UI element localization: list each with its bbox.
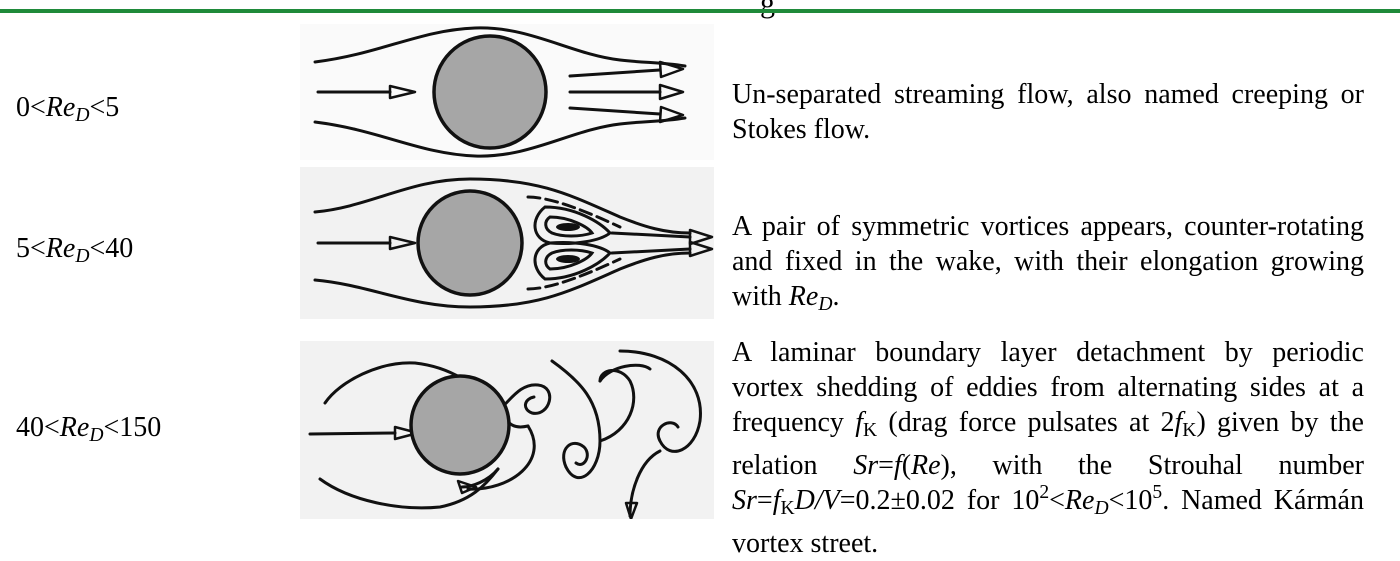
figure-symmetric-vortices [300, 167, 714, 319]
description-3-sub: K [1182, 420, 1196, 441]
figure-karman-vortex-street [300, 341, 714, 519]
regime-label-sub: D [75, 246, 89, 267]
header-rule [0, 9, 1400, 13]
description-3-part: with the Strouhal number [957, 450, 1364, 481]
description-3-part: < [1049, 485, 1065, 516]
regime-label-lower: 0< [16, 92, 46, 123]
description-2: A pair of symmetric vortices appears, co… [732, 209, 1364, 322]
description-2-sub: D [818, 294, 832, 315]
description-3-var: Sr [853, 450, 878, 481]
description-1: Un-separated streaming flow, also named … [732, 77, 1364, 147]
regime-label-var: Re [46, 233, 76, 264]
description-3-var: f [894, 450, 902, 481]
regime-label-var: Re [46, 92, 76, 123]
description-3-part: (drag force pulsates at 2 [877, 407, 1174, 438]
description-3-var: Sr [732, 485, 757, 516]
regime-label-sub: D [75, 105, 89, 126]
symmetric-vortices-diagram [300, 167, 714, 319]
description-3: A laminar boundary layer detachment by p… [732, 335, 1364, 561]
description-3-part: = [878, 450, 894, 481]
regime-label-sub: D [89, 425, 103, 446]
regime-label-lower: 5< [16, 233, 46, 264]
regime-label-3: 40<ReD<150 [16, 412, 161, 447]
stokes-flow-diagram [300, 24, 714, 160]
regime-label-1: 0<ReD<5 [16, 92, 119, 127]
description-3-sub: K [863, 420, 877, 441]
cylinder [418, 191, 522, 295]
cylinder [411, 376, 509, 474]
regime-label-upper: <5 [89, 92, 119, 123]
description-3-part: ), [941, 450, 957, 481]
description-3-sub: D [1094, 498, 1108, 519]
regime-label-upper: <150 [103, 412, 161, 443]
description-3-part: =0.2±0.02 [840, 485, 955, 516]
description-3-var: D/V [795, 485, 840, 516]
description-3-part: ( [902, 450, 911, 481]
regime-label-2: 5<ReD<40 [16, 233, 133, 268]
description-3-part: <10 [1109, 485, 1153, 516]
description-3-part: = [757, 485, 773, 516]
description-3-sup: 2 [1039, 482, 1049, 503]
description-2-end: . [832, 281, 839, 312]
description-3-sup: 5 [1152, 482, 1162, 503]
regime-label-var: Re [60, 412, 90, 443]
description-2-var: Re [789, 281, 819, 312]
description-3-sub: K [780, 498, 794, 519]
figure-stokes-flow [300, 24, 714, 160]
karman-vortex-street-diagram [300, 341, 714, 519]
description-3-var: Re [911, 450, 941, 481]
regime-label-upper: <40 [89, 233, 133, 264]
description-3-part: for 10 [955, 485, 1039, 516]
cylinder [434, 36, 546, 148]
description-3-var: f [855, 407, 863, 438]
description-3-var: Re [1065, 485, 1095, 516]
regime-label-lower: 40< [16, 412, 60, 443]
